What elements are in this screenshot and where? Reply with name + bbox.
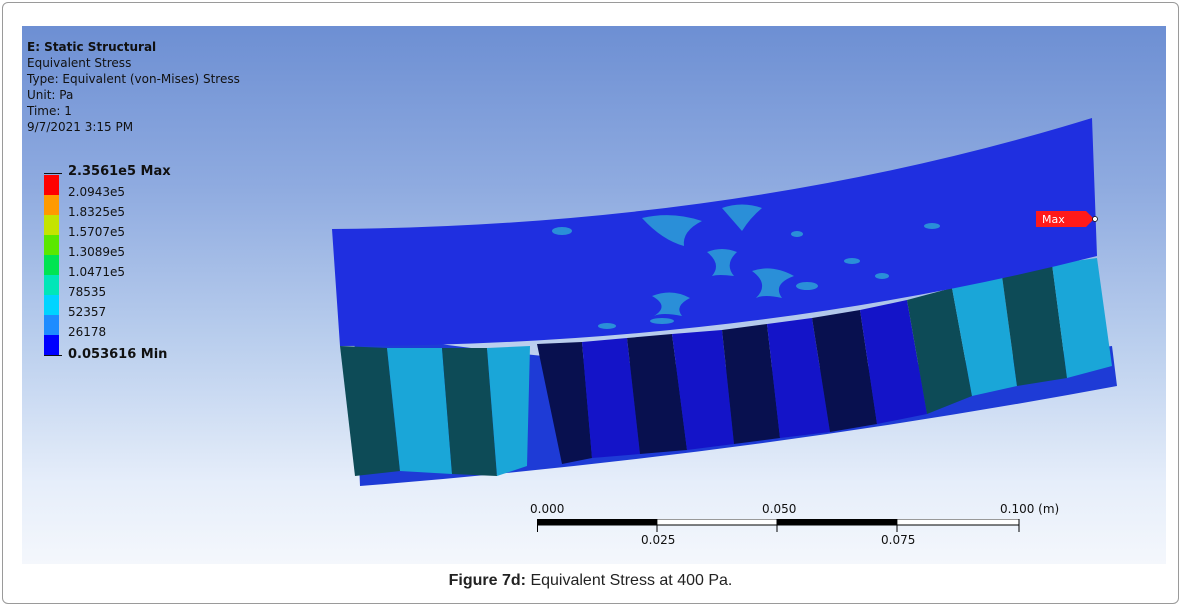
legend-level: 1.0471e5 [68, 265, 126, 279]
legend-swatch-lightblue [44, 315, 59, 335]
scale-label-top: 0.000 [530, 502, 565, 516]
scale-label-top: 0.050 [762, 502, 797, 516]
legend-level: 52357 [68, 305, 107, 319]
legend-swatch-yellow [44, 215, 59, 235]
analysis-title: E: Static Structural [27, 40, 157, 54]
result-type: Type: Equivalent (von-Mises) Stress [27, 72, 240, 86]
legend-swatch-cyan [44, 295, 59, 315]
legend-level: 1.8325e5 [68, 205, 126, 219]
legend-top-tick [44, 173, 62, 174]
legend-swatch-lime [44, 235, 59, 255]
legend-level: 26178 [68, 325, 107, 339]
scale-label-bottom: 0.025 [641, 533, 676, 547]
legend-swatch-blue [44, 335, 59, 355]
stress-model[interactable]: Max [22, 26, 1166, 564]
legend-swatch-orange [44, 195, 59, 215]
result-date: 9/7/2021 3:15 PM [27, 120, 134, 134]
max-probe-label: Max [1042, 213, 1065, 226]
legend-level: 1.5707e5 [68, 225, 126, 239]
result-time: Time: 1 [27, 104, 72, 118]
legend-swatch-green [44, 255, 59, 275]
legend-swatch-teal [44, 275, 59, 295]
top-plate [332, 118, 1097, 346]
legend-min-label: 0.053616 Min [68, 347, 168, 362]
scale-bar-graphic [537, 519, 1020, 532]
scale-bar: 0.000 0.050 0.100 (m) 0.025 0.075 [530, 502, 1059, 547]
caption-text: Equivalent Stress at 400 Pa. [526, 572, 733, 589]
teeth-row [340, 258, 1112, 476]
result-unit: Unit: Pa [27, 88, 74, 102]
legend-level: 1.3089e5 [68, 245, 126, 259]
legend-swatch-red [44, 175, 59, 195]
stress-spots [552, 204, 940, 329]
legend-bottom-tick [44, 355, 62, 356]
result-name: Equivalent Stress [27, 56, 132, 70]
figure-caption: Figure 7d: Equivalent Stress at 400 Pa. [0, 572, 1181, 590]
graphics-viewport[interactable]: Max E: Static Structural Equivalent Stre… [22, 26, 1166, 564]
legend-level: 78535 [68, 285, 107, 299]
scale-label-top: 0.100 (m) [1000, 502, 1060, 516]
max-probe: Max [1036, 211, 1098, 227]
legend-level: 2.0943e5 [68, 185, 126, 199]
legend-max-label: 2.3561e5 Max [68, 164, 171, 179]
scale-label-bottom: 0.075 [881, 533, 916, 547]
result-info: E: Static Structural Equivalent Stress T… [27, 39, 240, 135]
caption-label: Figure 7d: [448, 572, 526, 589]
